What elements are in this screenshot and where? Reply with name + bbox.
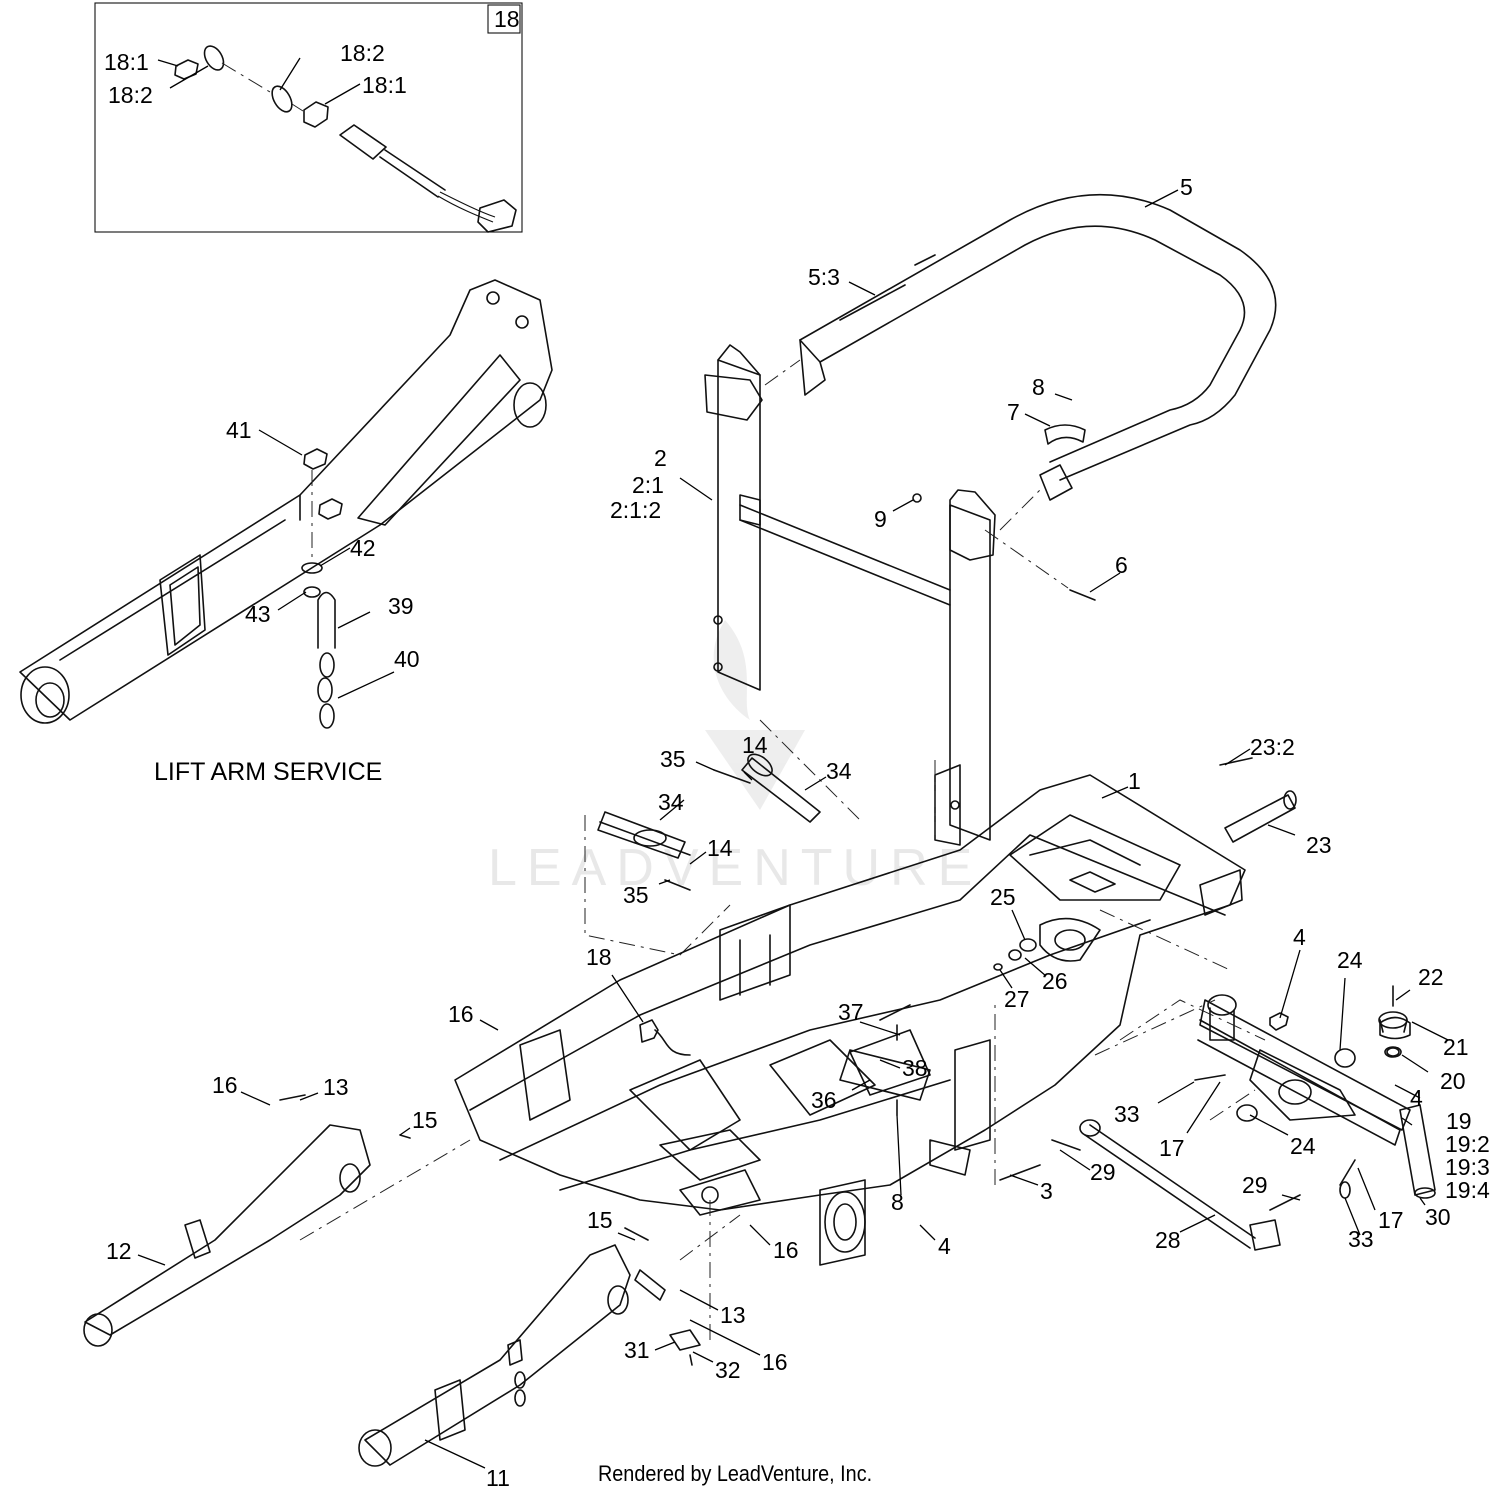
callout-36: 36 xyxy=(811,1087,837,1113)
callout-28: 28 xyxy=(1155,1227,1181,1253)
service-callout-41: 41 xyxy=(226,417,252,443)
callout-19-3: 19:3 xyxy=(1445,1154,1490,1180)
callout-26: 26 xyxy=(1042,968,1068,994)
service-callout-40: 40 xyxy=(394,646,420,672)
inset-frame xyxy=(94,2,523,233)
callout-31: 31 xyxy=(624,1337,650,1363)
callout-34-upper: 34 xyxy=(826,758,852,784)
callout-29-left: 29 xyxy=(1090,1159,1116,1185)
callout-23-2: 23:2 xyxy=(1250,734,1295,760)
callout-13-left: 13 xyxy=(323,1074,349,1100)
callout-17-left: 17 xyxy=(1159,1135,1185,1161)
callout-2-1: 2:1 xyxy=(632,472,664,498)
callout-15-left: 15 xyxy=(412,1107,438,1133)
watermark-text: LEADVENTURE xyxy=(488,839,982,897)
callout-9: 9 xyxy=(874,506,887,532)
callout-23: 23 xyxy=(1306,832,1332,858)
callout-4-axle: 4 xyxy=(1293,924,1306,950)
callout-6: 6 xyxy=(1115,552,1128,578)
callout-20: 20 xyxy=(1440,1068,1466,1094)
callout-27: 27 xyxy=(1004,986,1030,1012)
callout-24-upper: 24 xyxy=(1337,947,1363,973)
callout-16-bracket: 16 xyxy=(773,1237,799,1263)
inset-callout-18-2-a: 18:2 xyxy=(108,82,153,108)
callout-19-2: 19:2 xyxy=(1445,1131,1490,1157)
callout-35-upper: 35 xyxy=(660,746,686,772)
callout-35-lower: 35 xyxy=(623,882,649,908)
callout-12: 12 xyxy=(106,1238,132,1264)
inset-18: 18 18:1 18:2 18:2 18:1 xyxy=(94,2,523,233)
callout-8-upper: 8 xyxy=(1032,374,1045,400)
callout-11: 11 xyxy=(486,1465,510,1491)
callout-17-right: 17 xyxy=(1378,1207,1404,1233)
callout-4-right: 4 xyxy=(1410,1085,1423,1111)
callout-18: 18 xyxy=(586,944,612,970)
service-callout-42: 42 xyxy=(350,535,376,561)
callout-5: 5 xyxy=(1180,174,1193,200)
callout-8-lower: 8 xyxy=(891,1189,904,1215)
callout-13-right: 13 xyxy=(720,1302,746,1328)
callout-16-frame: 16 xyxy=(448,1001,474,1027)
callout-7: 7 xyxy=(1007,399,1020,425)
callout-19: 19 xyxy=(1446,1108,1472,1134)
callout-24-lower: 24 xyxy=(1290,1133,1316,1159)
callout-2-1-2: 2:1:2 xyxy=(610,497,661,523)
callout-16-left: 16 xyxy=(212,1072,238,1098)
callout-1: 1 xyxy=(1128,768,1141,794)
callout-19-4: 19:4 xyxy=(1445,1177,1490,1203)
callout-33-left: 33 xyxy=(1114,1101,1140,1127)
callout-14-lower: 14 xyxy=(707,835,733,861)
callout-34-lower: 34 xyxy=(658,789,684,815)
callout-numbers: 5 5:3 8 7 2 2:1 2:1:2 9 6 35 14 34 23:2 … xyxy=(106,174,1490,1491)
service-callout-43: 43 xyxy=(245,601,271,627)
callout-16-right: 16 xyxy=(762,1349,788,1375)
callout-32: 32 xyxy=(715,1357,741,1383)
service-callout-39: 39 xyxy=(388,593,414,619)
callout-15-right: 15 xyxy=(587,1207,613,1233)
callout-21: 21 xyxy=(1443,1034,1469,1060)
callout-2: 2 xyxy=(654,445,667,471)
callout-22: 22 xyxy=(1418,964,1444,990)
inset-number: 18 xyxy=(494,6,520,32)
callout-38: 38 xyxy=(902,1055,928,1081)
inset-callout-18-1-b: 18:1 xyxy=(362,72,407,98)
callout-33-right: 33 xyxy=(1348,1226,1374,1252)
rendered-by-footer: Rendered by LeadVenture, Inc. xyxy=(598,1461,873,1486)
main-assembly xyxy=(83,193,1436,1467)
lift-arm-service-view: 41 42 43 39 40 xyxy=(19,279,553,729)
callout-14-upper: 14 xyxy=(742,732,768,758)
callout-5-3: 5:3 xyxy=(808,264,840,290)
callout-29-right: 29 xyxy=(1242,1172,1268,1198)
watermark: LEADVENTURE xyxy=(488,620,982,897)
callout-leaders xyxy=(137,189,1449,1469)
callout-30: 30 xyxy=(1425,1204,1451,1230)
callout-4-lower: 4 xyxy=(938,1233,951,1259)
callout-37: 37 xyxy=(838,999,864,1025)
callout-3: 3 xyxy=(1040,1178,1053,1204)
inset-number-box xyxy=(487,4,521,34)
inset-callout-18-1-a: 18:1 xyxy=(104,49,149,75)
callout-25: 25 xyxy=(990,884,1016,910)
lift-arm-service-caption: LIFT ARM SERVICE xyxy=(154,758,383,786)
inset-callout-18-2-b: 18:2 xyxy=(340,40,385,66)
